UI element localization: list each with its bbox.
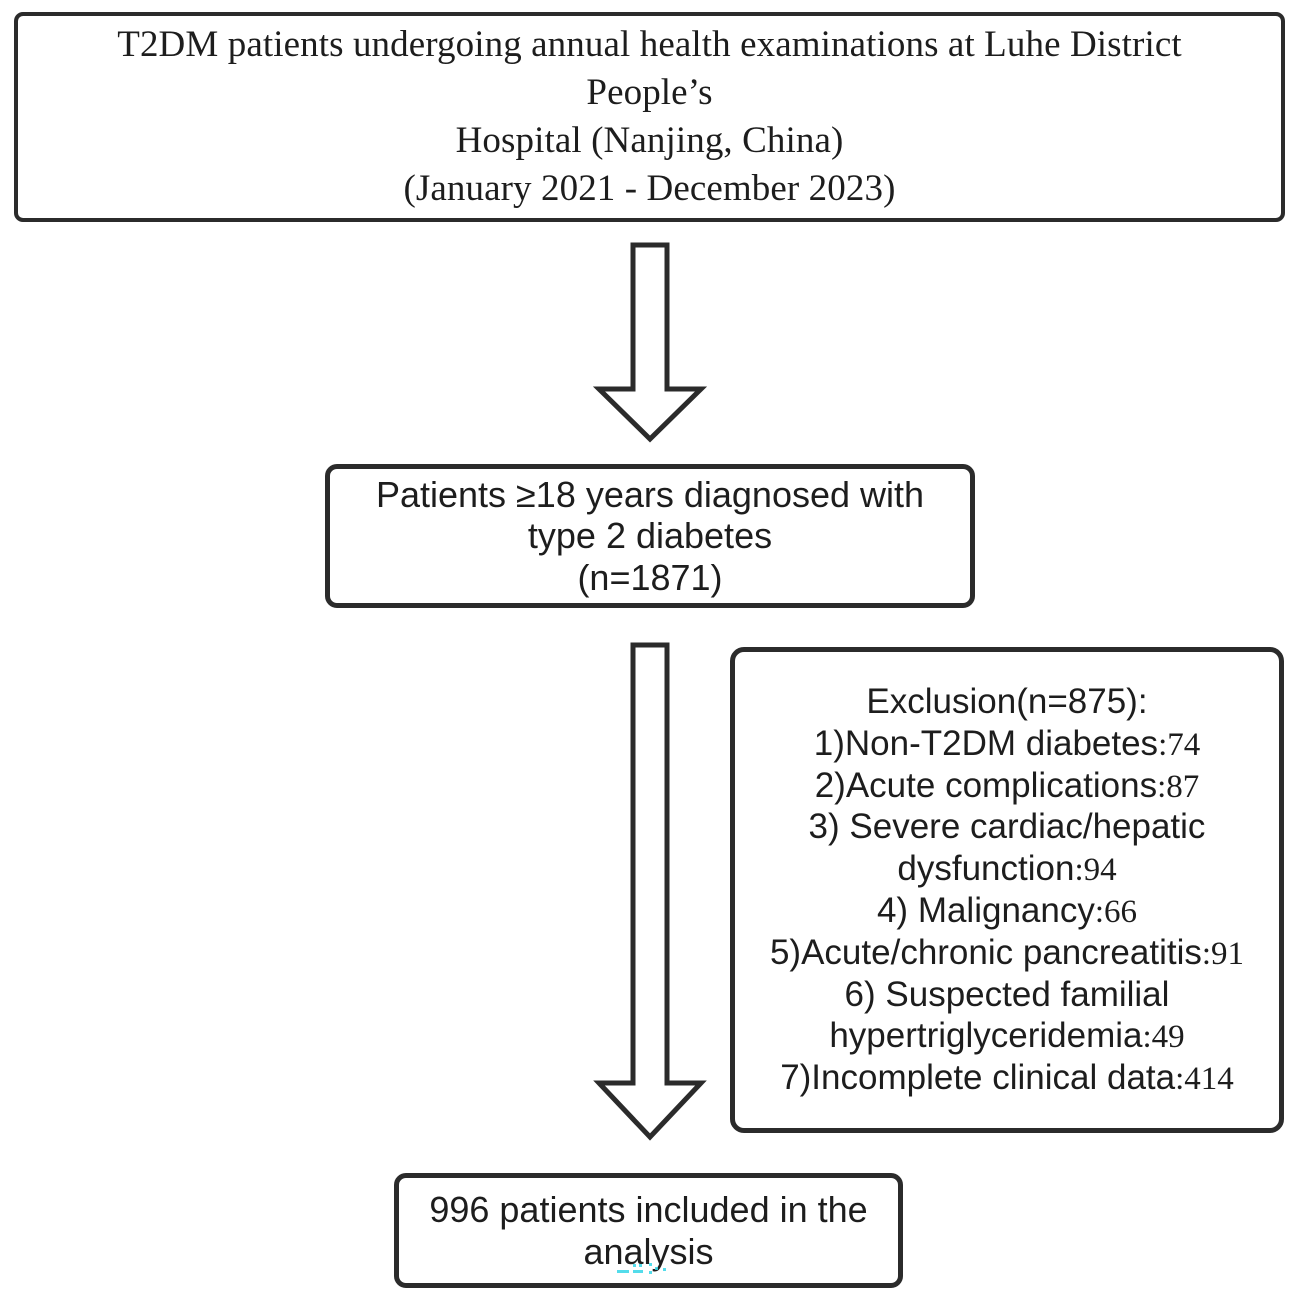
- source-population-line-1: T2DM patients undergoing annual health e…: [117, 23, 1182, 113]
- exclusion-item-separator: :: [1157, 768, 1167, 805]
- source-population-line-3: (January 2021 - December 2023): [403, 168, 896, 210]
- eligible-patients-line-3: (n=1871): [577, 556, 723, 598]
- exclusion-item: 7)Incomplete clinical data:414: [739, 1057, 1275, 1099]
- exclusion-item-label: 3) Severe cardiac/hepatic: [808, 807, 1206, 847]
- exclusion-item-separator: :: [1142, 1018, 1152, 1055]
- exclusion-item-count: 414: [1184, 1060, 1234, 1097]
- exclusion-item-label: 6) Suspected familial: [844, 974, 1170, 1014]
- exclusion-item: 5)Acute/chronic pancreatitis:91: [739, 932, 1275, 974]
- exclusion-item-count: 94: [1083, 851, 1117, 888]
- exclusion-item-label: 2)Acute complications: [814, 765, 1158, 805]
- exclusion-item: 3) Severe cardiac/hepatic: [739, 806, 1275, 847]
- exclusion-item-count: 66: [1104, 893, 1138, 930]
- exclusion-item-label: 4) Malignancy: [876, 890, 1095, 930]
- eligible-patients-line-1: Patients ≥18 years diagnosed with: [375, 474, 925, 516]
- node-included-patients: 996 patients included in the analysis: [394, 1173, 903, 1288]
- exclusion-item-count: 74: [1167, 726, 1201, 763]
- exclusion-criteria-text: Exclusion(n=875): 1)Non-T2DM diabetes:74…: [735, 681, 1279, 1098]
- exclusion-item-count: 87: [1166, 768, 1200, 805]
- exclusion-item: hypertriglyceridemia:49: [739, 1015, 1275, 1057]
- included-patients-text: 996 patients included in the analysis: [419, 1189, 877, 1272]
- exclusion-item: 2)Acute complications:87: [739, 765, 1275, 807]
- node-source-population: T2DM patients undergoing annual health e…: [14, 12, 1285, 222]
- exclusion-item-count: 49: [1151, 1018, 1185, 1055]
- exclusion-item: 4) Malignancy:66: [739, 890, 1275, 932]
- exclusion-item-separator: :: [1074, 851, 1084, 888]
- arrow-eligible-to-included-icon: [593, 642, 707, 1141]
- exclusion-item: dysfunction:94: [739, 848, 1275, 890]
- exclusion-item-separator: :: [1201, 935, 1212, 972]
- exclusion-item-separator: :: [1175, 1060, 1185, 1097]
- exclusion-item-label: 7)Incomplete clinical data: [780, 1057, 1176, 1097]
- arrow-source-to-eligible-icon: [592, 242, 708, 443]
- node-eligible-patients: Patients ≥18 years diagnosed with type 2…: [325, 464, 975, 608]
- source-population-line-2: Hospital (Nanjing, China): [455, 120, 844, 161]
- exclusion-item-separator: :: [1094, 893, 1105, 930]
- exclusion-item-count: 91: [1211, 935, 1245, 972]
- exclusion-item-label: 5)Acute/chronic pancreatitis: [769, 932, 1202, 972]
- eligible-patients-line-2: type 2 diabetes: [527, 515, 773, 557]
- included-patients-line-1: 996 patients included in the: [429, 1189, 868, 1231]
- exclusion-item-separator: :: [1158, 726, 1168, 763]
- source-population-text: T2DM patients undergoing annual health e…: [18, 21, 1281, 213]
- included-patients-line-2: analysis: [583, 1230, 714, 1272]
- exclusion-item-label: 1)Non-T2DM diabetes: [813, 723, 1159, 763]
- exclusion-item-label: hypertriglyceridemia: [829, 1015, 1143, 1055]
- node-exclusion-criteria: Exclusion(n=875): 1)Non-T2DM diabetes:74…: [730, 647, 1284, 1133]
- exclusion-item: 1)Non-T2DM diabetes:74: [739, 723, 1275, 765]
- exclusion-item: 6) Suspected familial: [739, 974, 1275, 1015]
- eligible-patients-text: Patients ≥18 years diagnosed with type 2…: [362, 474, 938, 597]
- exclusion-item-label: dysfunction: [897, 848, 1075, 888]
- exclusion-heading: Exclusion(n=875):: [866, 682, 1148, 722]
